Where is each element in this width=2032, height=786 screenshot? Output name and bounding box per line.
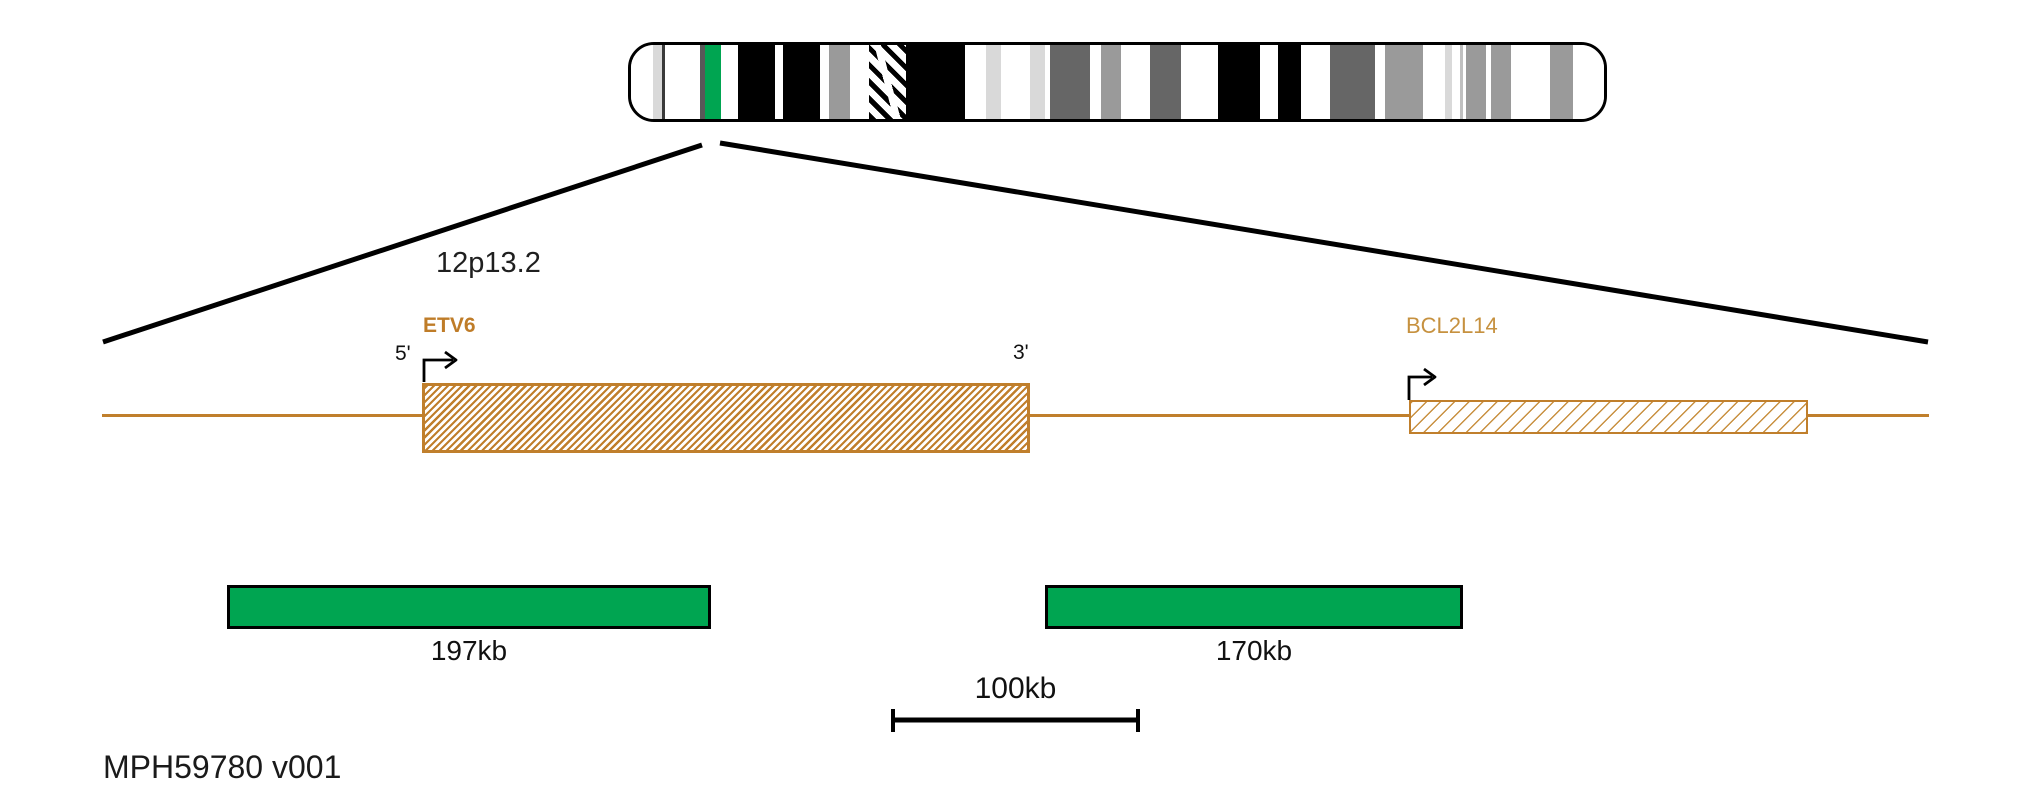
chromosome-band [1375,45,1385,119]
chromosome-band [1511,45,1550,119]
chromosome-band [1278,45,1301,119]
chromosome-12-ideogram [628,42,1607,122]
chromosome-band [1090,45,1101,119]
chromosome-band [1466,45,1486,119]
chromosome-band [721,45,738,119]
chromosome-band [665,45,700,119]
bcl2l14-arrowhead-icon [1423,367,1437,387]
region-band-label: 12p13.2 [436,247,541,279]
chromosome-band [1452,45,1460,119]
three-prime-label: 3' [1013,341,1029,364]
chromosome-band [1301,45,1330,119]
chromosome-band [1486,45,1491,119]
callout-line-left [102,142,703,345]
chromosome-band [1218,45,1260,119]
chromosome-band [1260,45,1278,119]
chromosome-band [850,45,869,119]
callout-line-right [719,140,1929,345]
chromosome-band [1550,45,1573,119]
chromosome-band [965,45,986,119]
chromosome-band [986,45,1001,119]
chromosome-band [1460,45,1463,119]
five-prime-label: 5' [395,342,411,365]
chromosome-band [1330,45,1375,119]
probe1-size-label: 197kb [430,635,508,666]
chromosome-band [738,45,775,119]
chromosome-band [662,45,665,119]
chromosome-band [653,45,662,119]
chromosome-band [631,45,653,119]
chromosome-band [1101,45,1121,119]
chromosome-band [1445,45,1452,119]
bcl2l14-gene-label: BCL2L14 [1406,313,1498,338]
bcl2l14-gene-box [1409,400,1808,434]
etv6-arrowhead-icon [444,350,458,370]
chromosome-band [1121,45,1150,119]
chromosome-band [829,45,850,119]
centromere [869,45,906,119]
chromosome-band [1030,45,1045,119]
chromosome-band [820,45,829,119]
chromosome-band [1045,45,1050,119]
scale-bar-label: 100kb [974,672,1057,705]
chromosome-band [1050,45,1090,119]
probe-bar-197kb [227,585,711,629]
chromosome-band [1423,45,1445,119]
bcl2l14-transcription-arrow [1407,375,1432,400]
etv6-transcription-arrow [422,358,453,382]
chromosome-band [906,45,965,119]
etv6-gene-box [422,383,1030,453]
product-id-label: MPH59780 v001 [103,749,342,785]
chromosome-band [783,45,820,119]
chromosome-band [1573,45,1604,119]
chromosome-band [700,45,705,119]
chromosome-band [775,45,783,119]
chromosome-band [1150,45,1181,119]
band-12p13-2-highlight [705,45,721,119]
chromosome-band [1385,45,1423,119]
probe-bar-170kb [1045,585,1463,629]
etv6-gene-label: ETV6 [423,314,476,337]
chromosome-band [1491,45,1511,119]
probe2-size-label: 170kb [1215,635,1293,666]
chromosome-band [1181,45,1218,119]
chromosome-band [1001,45,1030,119]
chromosome-band [1463,45,1466,119]
